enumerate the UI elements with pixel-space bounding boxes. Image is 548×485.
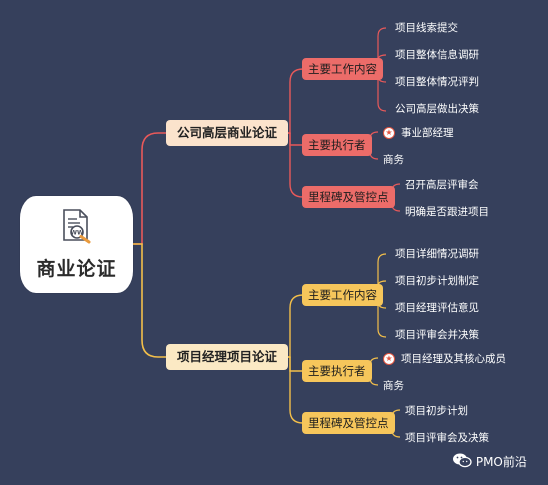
watermark: PMO前沿 — [452, 452, 527, 471]
connector-top-3 — [289, 133, 304, 198]
root-node[interactable]: WW 商业论证 — [20, 196, 133, 293]
leaf-top-milestone-2: 明确是否跟进项目 — [405, 206, 489, 218]
leaf-top-exec-2: 商务 — [383, 154, 404, 166]
connector-top-1 — [284, 68, 304, 134]
star-icon: ★ — [383, 127, 395, 139]
connector-root-bottom — [133, 243, 166, 358]
top-executor[interactable]: 主要执行者 — [302, 134, 372, 156]
bottom-executor[interactable]: 主要执行者 — [302, 360, 372, 382]
leaf-bottom-work-2: 项目初步计划制定 — [395, 275, 479, 287]
watermark-text: PMO前沿 — [475, 455, 527, 469]
document-search-icon: WW — [60, 208, 94, 248]
leaf-top-work-1: 项目线索提交 — [395, 22, 458, 34]
wechat-icon — [452, 452, 472, 471]
leaf-bottom-milestone-1: 项目初步计划 — [405, 405, 468, 417]
star-icon: ★ — [383, 353, 395, 365]
leaf-bottom-work-4: 项目评审会并决策 — [395, 329, 479, 341]
leaf-top-milestone-1: 召开高层评审会 — [405, 179, 479, 191]
leaf-top-exec-1: 事业部经理 — [401, 127, 454, 139]
leaf-bottom-exec-2: 商务 — [383, 380, 404, 392]
bottom-work-content[interactable]: 主要工作内容 — [302, 284, 383, 306]
bottom-milestone[interactable]: 里程碑及管控点 — [302, 412, 395, 434]
branch-project-manager[interactable]: 项目经理项目论证 — [166, 344, 289, 370]
branch-company-executive[interactable]: 公司高层商业论证 — [166, 120, 289, 146]
leaf-top-work-3: 项目整体情况评判 — [395, 76, 479, 88]
leaf-top-work-2: 项目整体信息调研 — [395, 49, 479, 61]
svg-text:WW: WW — [70, 230, 84, 237]
connector-root-top — [133, 132, 166, 245]
leaf-bottom-work-3: 项目经理评估意见 — [395, 302, 479, 314]
leaf-bottom-milestone-2: 项目评审会及决策 — [405, 432, 489, 444]
leaf-bottom-work-1: 项目详细情况调研 — [395, 248, 479, 260]
connector-bottom-3 — [289, 357, 304, 424]
connector-bottom-1 — [284, 294, 304, 358]
top-milestone[interactable]: 里程碑及管控点 — [302, 186, 395, 208]
root-title: 商业论证 — [36, 258, 117, 280]
leaf-bottom-exec-1: 项目经理及其核心成员 — [401, 353, 506, 365]
top-work-content[interactable]: 主要工作内容 — [302, 58, 383, 80]
leaf-top-work-4: 公司高层做出决策 — [395, 103, 479, 115]
